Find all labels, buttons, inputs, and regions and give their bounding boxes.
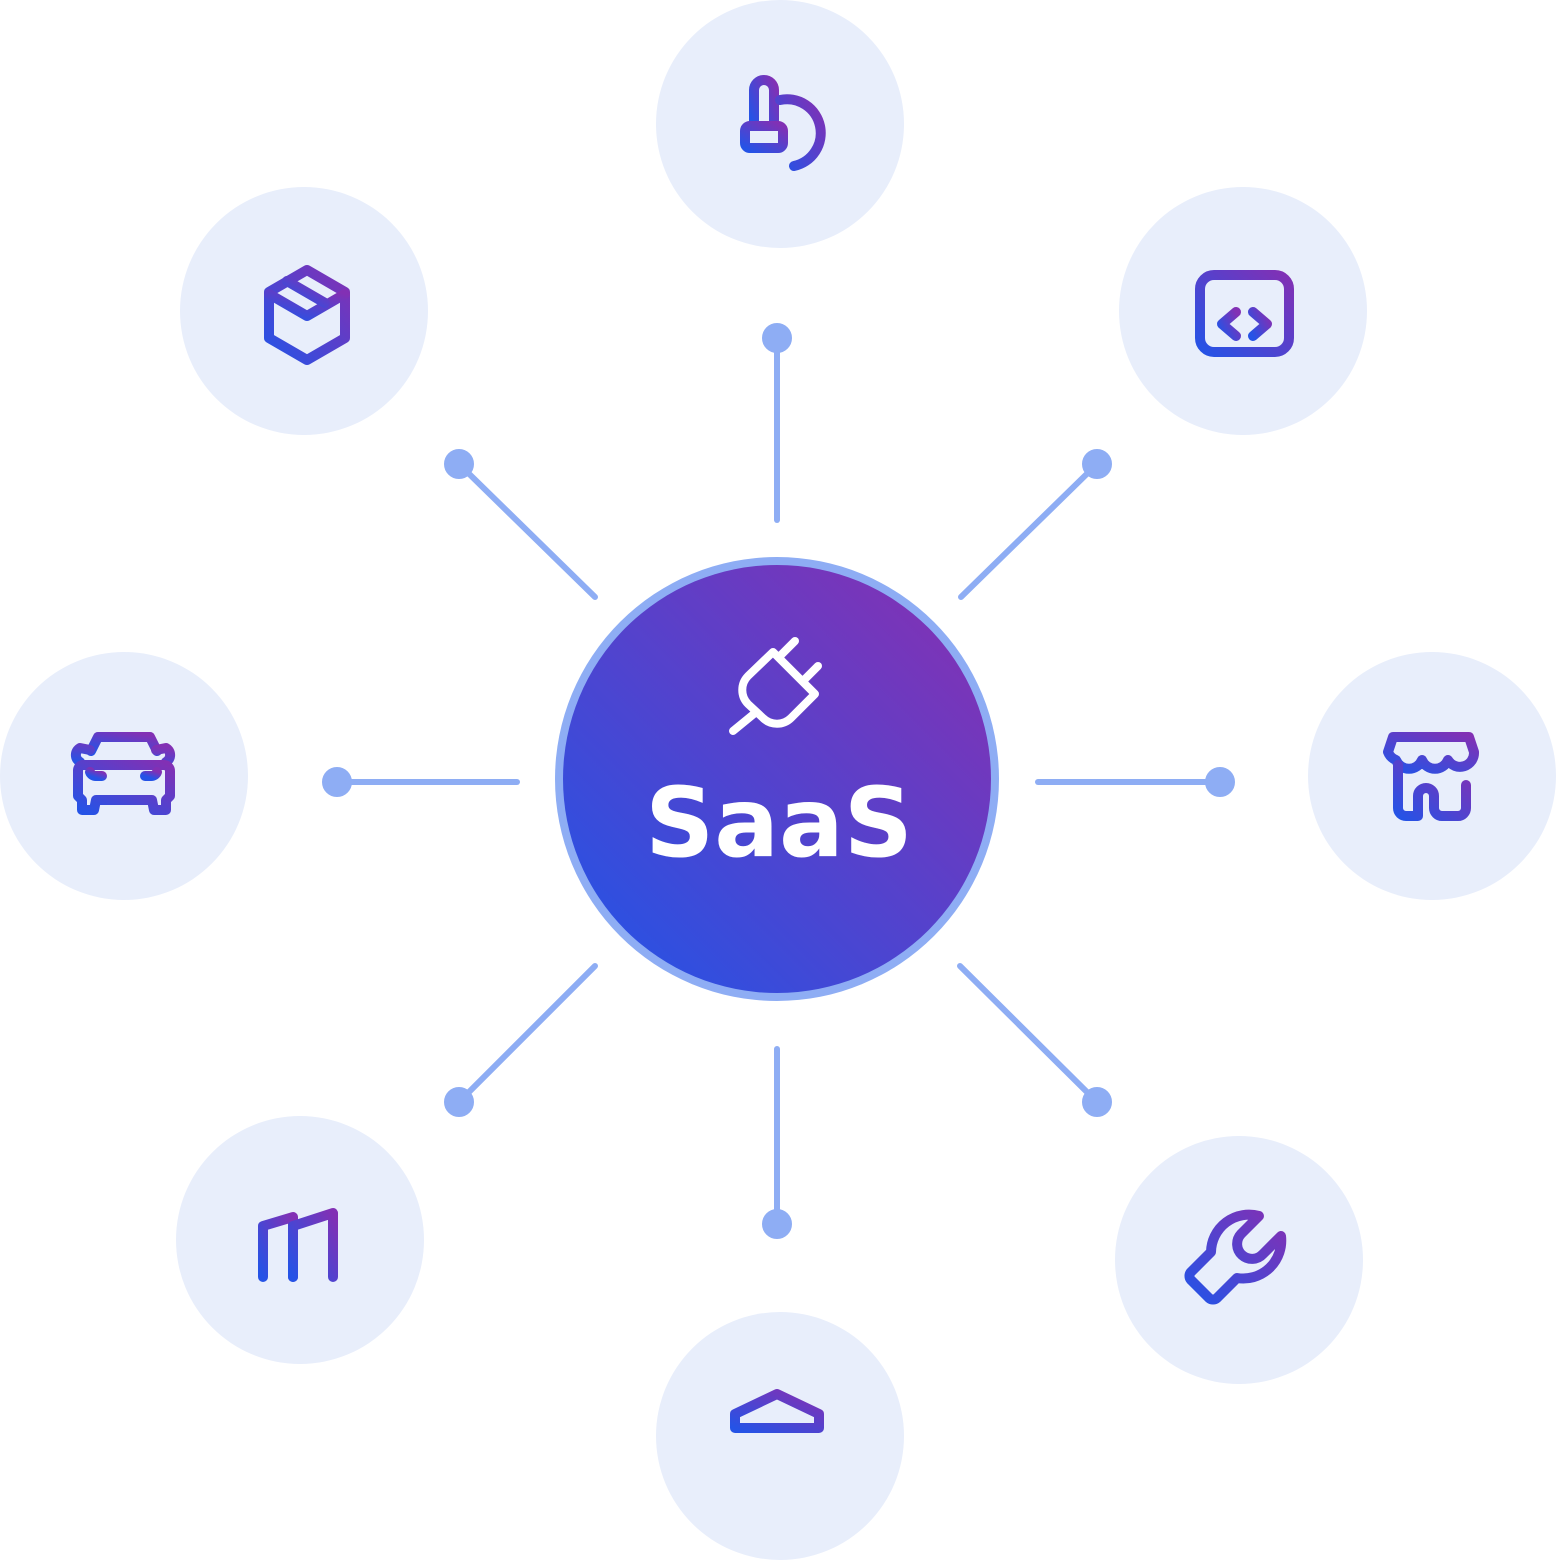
connector-bottom (762, 1046, 792, 1239)
connector-right (1035, 767, 1235, 797)
satellite-right (1308, 652, 1556, 900)
connector-top-left (444, 449, 598, 600)
connector-bottom-right (957, 963, 1112, 1117)
satellite-bottom-right (1115, 1136, 1363, 1384)
plug-icon (729, 637, 822, 735)
microscope-icon (740, 75, 826, 175)
car-icon (70, 732, 176, 815)
satellite-bottom-left (176, 1116, 424, 1364)
hub-circle (563, 565, 991, 993)
bank-icon (730, 1389, 824, 1482)
hub-label: SaaS (645, 767, 913, 879)
connector-top (762, 323, 792, 523)
satellite-top-right (1119, 187, 1367, 435)
connector-bottom-left (444, 963, 598, 1117)
connectors (322, 323, 1235, 1239)
storefront-icon (1383, 732, 1479, 821)
wrench-icon (1184, 1209, 1287, 1305)
code-window-icon (1195, 270, 1294, 357)
satellite-left (0, 652, 248, 900)
satellite-bottom (656, 1312, 904, 1560)
factory-icon (249, 1191, 353, 1283)
package-icon (264, 265, 350, 365)
hub: SaaS (555, 557, 999, 1001)
connector-left (322, 767, 520, 797)
connector-top-right (958, 449, 1112, 600)
